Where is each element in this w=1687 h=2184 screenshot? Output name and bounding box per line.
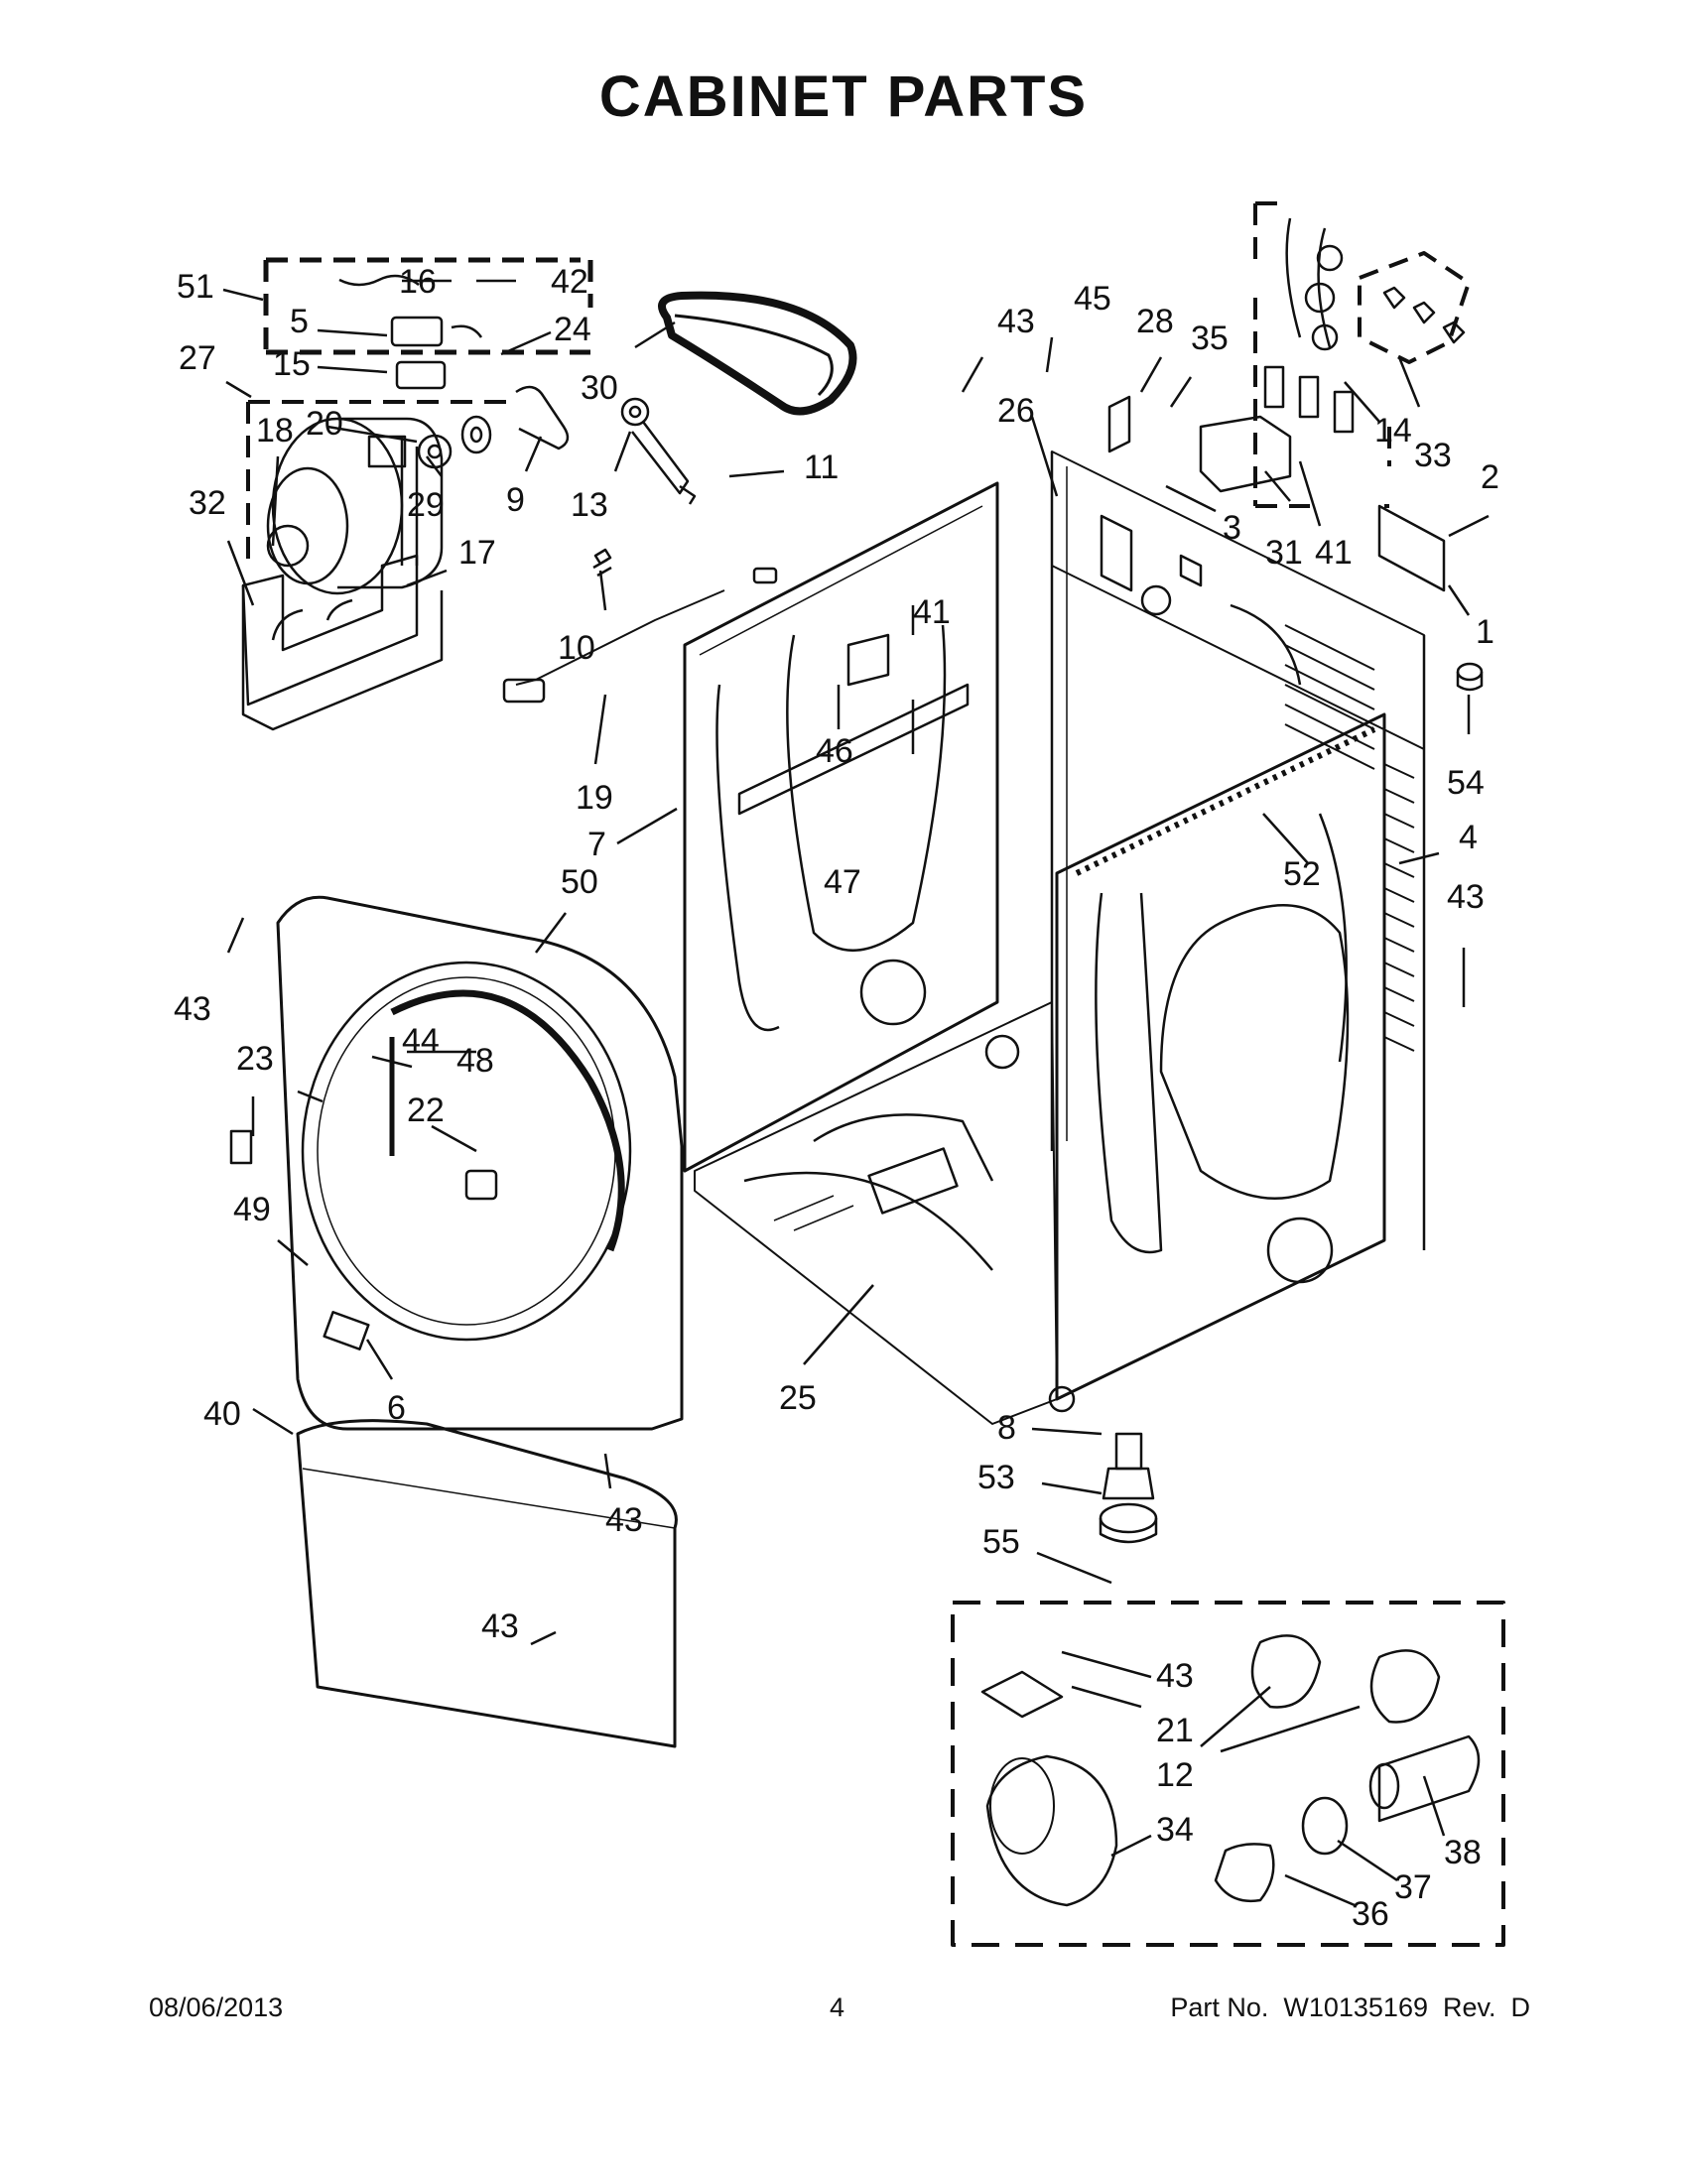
callout-32: 32 xyxy=(189,484,226,522)
callout-43-e: 43 xyxy=(1156,1657,1194,1695)
callout-44: 44 xyxy=(402,1022,440,1060)
callout-24: 24 xyxy=(554,311,591,348)
leader-lines xyxy=(222,279,1490,1907)
callout-38: 38 xyxy=(1444,1834,1482,1871)
callout-3: 3 xyxy=(1223,509,1241,547)
callout-51: 51 xyxy=(177,268,214,306)
callout-53: 53 xyxy=(977,1459,1015,1496)
motor-assembly-icon xyxy=(241,257,593,731)
vent-kit-icon xyxy=(951,1601,1505,1947)
callout-11: 11 xyxy=(804,449,839,486)
callout-6: 6 xyxy=(387,1389,406,1427)
callout-23: 23 xyxy=(236,1040,274,1078)
callout-5: 5 xyxy=(290,303,309,340)
callout-10: 10 xyxy=(558,629,595,667)
callout-25: 25 xyxy=(779,1379,817,1417)
callout-41-a: 41 xyxy=(1315,534,1353,572)
callout-18: 18 xyxy=(256,412,294,450)
callout-42: 42 xyxy=(551,263,588,301)
callout-54: 54 xyxy=(1447,764,1485,802)
callout-9: 9 xyxy=(506,481,525,519)
callout-35: 35 xyxy=(1191,320,1229,357)
callout-50: 50 xyxy=(561,863,598,901)
callout-48: 48 xyxy=(456,1042,494,1080)
callout-41-b: 41 xyxy=(913,593,951,631)
callout-19: 19 xyxy=(576,779,613,817)
callout-labels: 51 16 42 5 24 27 15 18 20 29 32 17 30 13… xyxy=(174,263,1499,1933)
callout-14: 14 xyxy=(1374,412,1412,450)
footer-page-number: 4 xyxy=(830,1992,845,2022)
callout-15: 15 xyxy=(273,345,311,383)
callout-28: 28 xyxy=(1136,303,1174,340)
callout-1: 1 xyxy=(1476,613,1494,651)
callout-27: 27 xyxy=(179,339,216,377)
callout-43-c: 43 xyxy=(174,990,211,1028)
callout-45: 45 xyxy=(1074,280,1111,318)
footer-date: 08/06/2013 xyxy=(149,1992,284,2022)
callout-43-a: 43 xyxy=(997,303,1035,340)
callout-21: 21 xyxy=(1156,1712,1194,1749)
callout-43-f: 43 xyxy=(481,1607,519,1645)
idler-pulley-icon xyxy=(502,397,778,704)
callout-7: 7 xyxy=(587,826,606,863)
callout-43-b: 43 xyxy=(1447,878,1485,916)
callout-34: 34 xyxy=(1156,1811,1194,1849)
callout-55: 55 xyxy=(982,1523,1020,1561)
callout-4: 4 xyxy=(1459,819,1478,856)
cabinet-body-icon xyxy=(683,450,1426,1425)
callout-13: 13 xyxy=(571,486,608,524)
callout-31: 31 xyxy=(1265,534,1303,572)
control-bracket-icon xyxy=(737,201,1484,816)
callout-33: 33 xyxy=(1414,437,1452,474)
drive-belt-icon xyxy=(658,291,857,416)
callout-49: 49 xyxy=(233,1191,271,1228)
callout-8: 8 xyxy=(997,1409,1016,1447)
callout-29: 29 xyxy=(407,486,445,524)
callout-46: 46 xyxy=(816,732,853,770)
callout-22: 22 xyxy=(407,1092,445,1129)
callout-20: 20 xyxy=(306,405,343,443)
front-panel-icon xyxy=(229,895,684,1748)
callout-43-d: 43 xyxy=(605,1501,643,1539)
callout-52: 52 xyxy=(1283,855,1321,893)
callout-47: 47 xyxy=(824,863,861,901)
leg-foot-icon xyxy=(1099,1432,1158,1544)
callout-12: 12 xyxy=(1156,1756,1194,1794)
page-title: CABINET PARTS xyxy=(598,64,1089,129)
callout-16: 16 xyxy=(399,263,437,301)
callout-40: 40 xyxy=(203,1395,241,1433)
callout-2: 2 xyxy=(1481,458,1499,496)
callout-37: 37 xyxy=(1394,1868,1432,1906)
callout-26: 26 xyxy=(997,392,1035,430)
footer-part-number: Part No. W10135169 Rev. D xyxy=(1170,1992,1530,2022)
callout-30: 30 xyxy=(581,369,618,407)
callout-36: 36 xyxy=(1352,1895,1389,1933)
callout-17: 17 xyxy=(458,534,496,572)
